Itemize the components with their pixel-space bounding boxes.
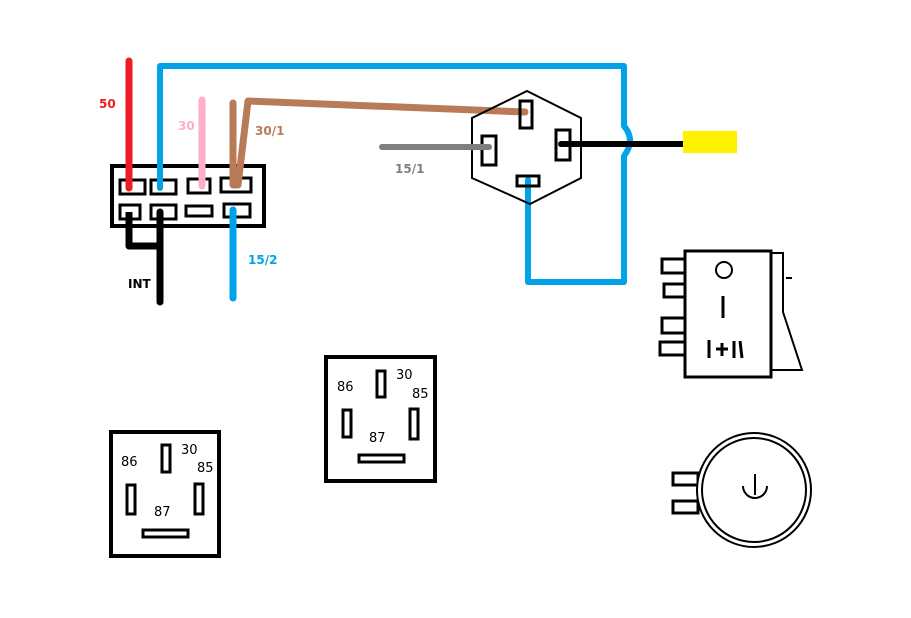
label-30: 30 [178, 119, 195, 133]
yellow-terminal [683, 131, 737, 153]
wire-int-bridge [125, 212, 160, 250]
rocker-pin-2 [662, 282, 687, 299]
relay-1-pin-87 [141, 528, 190, 539]
ignition-pin-left [480, 134, 498, 167]
relay-1-pin-85 [193, 482, 205, 516]
button-pin-2 [671, 499, 700, 515]
relay-2-pin-86 [341, 408, 353, 439]
pin-blue-top [149, 178, 178, 196]
connector-housing [110, 164, 266, 228]
label-30-1: 30/1 [255, 124, 284, 138]
relay-2: 86 30 85 87 [324, 355, 437, 483]
relay-2-pin-85 [408, 407, 420, 441]
relay-2-label-86: 86 [337, 380, 354, 395]
ignition-hexagon [471, 89, 582, 206]
label-50: 50 [99, 97, 116, 111]
ignition-pin-top [518, 99, 534, 130]
pin-15-2 [222, 202, 252, 219]
rocker-marking-ii-b [738, 340, 744, 359]
relay-1: 86 30 85 87 [109, 430, 221, 558]
ignition-switch [471, 89, 582, 206]
wire-30-1 [229, 97, 529, 189]
label-15-2: 15/2 [248, 253, 277, 267]
rocker-body [683, 249, 773, 379]
push-button [671, 432, 812, 548]
relay-2-housing [324, 355, 437, 483]
wire-blue-loop [157, 63, 633, 285]
relay-2-pin-87 [357, 453, 406, 464]
rocker-actuator [771, 252, 804, 371]
relay-1-pin-86 [125, 483, 137, 516]
relay-1-label-87: 87 [154, 505, 171, 520]
rocker-switch [658, 249, 804, 379]
label-15-1: 15/1 [395, 162, 424, 176]
relay-1-label-85: 85 [197, 461, 214, 476]
relay-2-label-30: 30 [396, 368, 413, 383]
button-pin-1 [671, 471, 700, 487]
relay-1-label-30: 30 [181, 443, 198, 458]
relay-2-label-85: 85 [412, 387, 429, 402]
button-inner-ring [701, 437, 807, 543]
relay-2-label-87: 87 [369, 431, 386, 446]
connector-block [110, 164, 266, 228]
rocker-pin-4 [658, 340, 687, 357]
pin-empty [184, 204, 214, 218]
relay-1-label-86: 86 [121, 455, 138, 470]
rocker-pin-1 [660, 257, 687, 275]
label-int: INT [128, 277, 152, 291]
relay-2-pin-30 [375, 369, 387, 399]
rocker-pin-3 [660, 316, 687, 335]
ignition-pin-bottom [515, 174, 541, 188]
relay-1-housing [109, 430, 221, 558]
relay-1-pin-30 [160, 443, 172, 474]
rocker-indicator-circle [715, 261, 733, 279]
power-icon [742, 474, 768, 499]
